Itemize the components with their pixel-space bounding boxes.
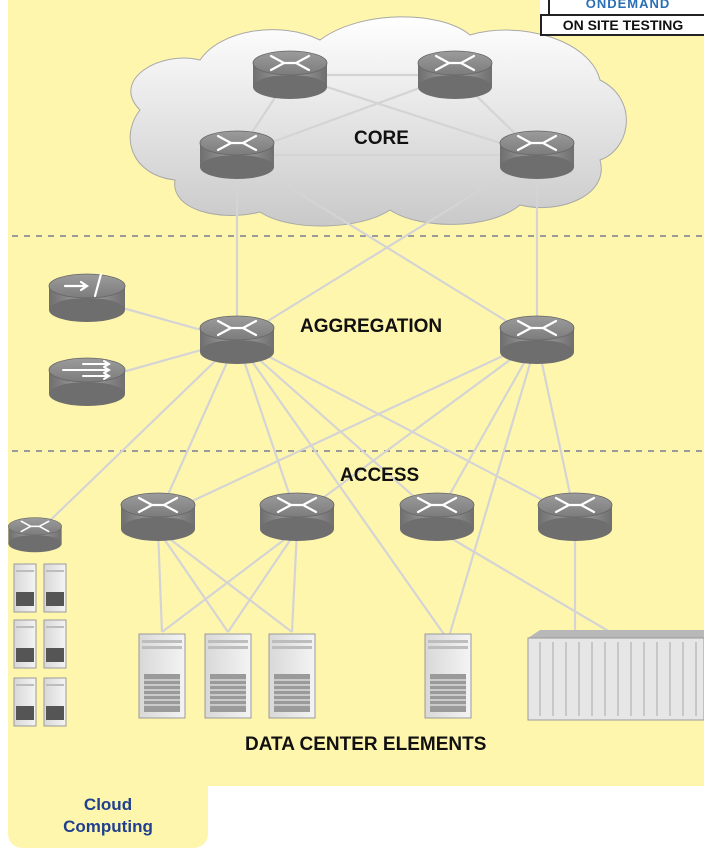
tab-line-2: Computing: [63, 817, 153, 836]
core-router-4: [498, 129, 576, 181]
core-router-1: [251, 49, 329, 101]
server-icon-3: [268, 633, 316, 719]
blade-chassis-icon: [527, 630, 704, 721]
access-router-3: [398, 491, 476, 543]
server-icon-4: [424, 633, 472, 719]
core-router-2: [416, 49, 494, 101]
brand-logo: ONDEMAND ON SITE TESTING: [540, 0, 704, 36]
aggregation-router-2: [498, 314, 576, 366]
server-icon-1: [138, 633, 186, 719]
server-icon-2: [204, 633, 252, 719]
label-core: CORE: [354, 128, 409, 149]
edge-router: [7, 516, 63, 554]
label-aggregation: AGGREGATION: [300, 316, 443, 337]
core-router-3: [198, 129, 276, 181]
label-data-center-elements: DATA CENTER ELEMENTS: [245, 734, 487, 755]
load-balancer-icon: [48, 357, 126, 406]
tab-line-1: Cloud: [83, 795, 133, 814]
access-router-4: [536, 491, 614, 543]
aggregation-router-1: [198, 314, 276, 366]
brand-line-2: ON SITE TESTING: [540, 14, 704, 36]
access-router-1: [119, 491, 197, 543]
category-tab[interactable]: Cloud Computing: [8, 786, 208, 848]
firewall-icon: [48, 272, 126, 322]
label-access: ACCESS: [340, 465, 420, 486]
access-router-2: [258, 491, 336, 543]
